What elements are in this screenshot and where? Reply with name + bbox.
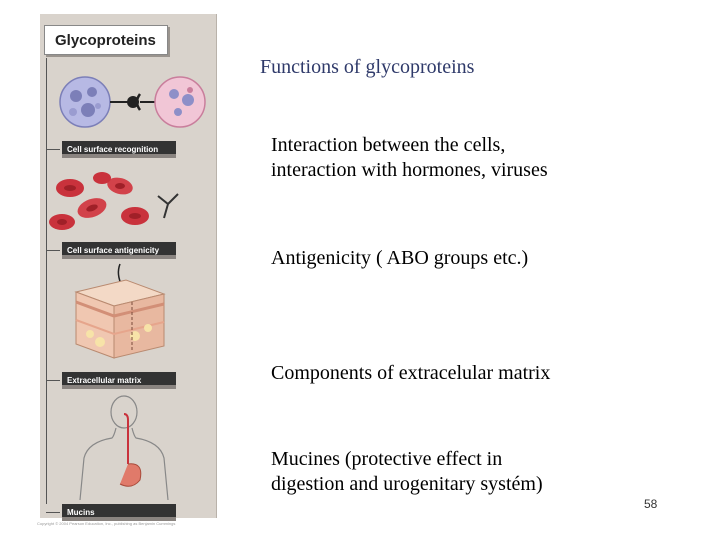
tick — [46, 380, 60, 381]
tick — [46, 512, 60, 513]
red-blood-cells-illustration — [49, 172, 179, 230]
label-cell-surface-recognition: Cell surface recognition — [62, 141, 176, 158]
figure-connector-line — [46, 58, 47, 504]
digestive-tract-illustration — [79, 395, 169, 500]
cell-recognition-illustration — [59, 76, 206, 128]
extracellular-matrix-illustration — [74, 263, 166, 359]
slide-heading: Functions of glycoproteins — [260, 56, 475, 78]
tick — [46, 250, 60, 251]
function-item: Antigenicity ( ABO groups etc.) — [271, 246, 528, 271]
tick — [46, 149, 60, 150]
function-item: Interaction between the cells, interacti… — [271, 133, 548, 183]
function-item: Mucines (protective effect in digestion … — [271, 447, 543, 497]
label-extracellular-matrix: Extracellular matrix — [62, 372, 176, 389]
function-item-line: interaction with hormones, viruses — [271, 159, 548, 181]
figure-title: Glycoproteins — [44, 25, 168, 55]
page-number: 58 — [644, 497, 658, 511]
function-item-line: Interaction between the cells, — [271, 134, 506, 156]
label-cell-surface-antigenicity: Cell surface antigenicity — [62, 242, 176, 259]
function-item-line: Mucines (protective effect in — [271, 448, 503, 470]
function-item-line: Antigenicity ( ABO groups etc.) — [271, 247, 529, 269]
glycoproteins-figure: Glycoproteins Cell surface recognition C… — [40, 14, 217, 521]
label-mucins: Mucins — [62, 504, 176, 521]
figure-copyright: Copyright © 2004 Pearson Education, Inc.… — [37, 521, 176, 526]
function-item-line: Components of extracelular matrix — [271, 362, 551, 384]
function-item: Components of extracelular matrix — [271, 361, 550, 386]
function-item-line: digestion and urogenitary systém) — [271, 473, 543, 495]
